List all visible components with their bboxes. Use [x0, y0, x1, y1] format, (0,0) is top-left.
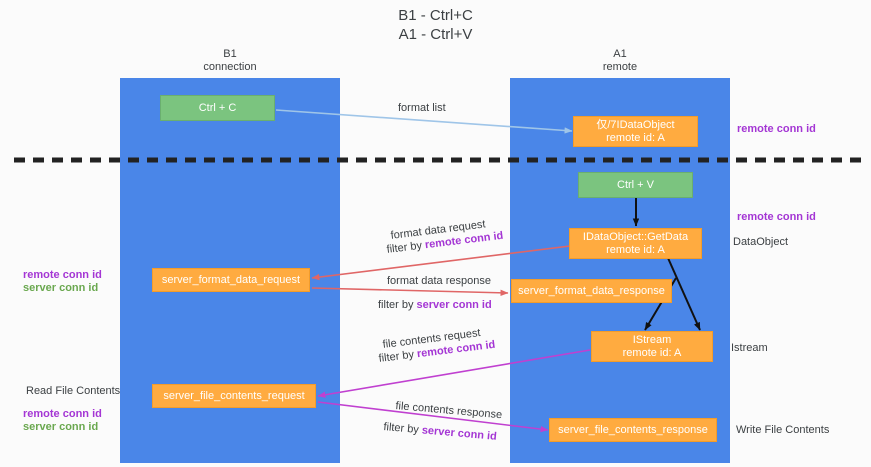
edge-label-format-list: format list [398, 102, 446, 114]
filter-prefix-4: filter by [382, 421, 423, 437]
node-server-format-data-request[interactable]: server_format_data_request [152, 268, 310, 292]
annotation-right-remote-top: remote conn id [737, 123, 816, 135]
node-idataobject-getdata[interactable]: IDataObject::GetData remote id: A [569, 228, 702, 259]
node-server-file-contents-response[interactable]: server_file_contents_response [549, 418, 717, 442]
node-server-file-contents-request[interactable]: server_file_contents_request [152, 384, 316, 408]
lane-header-b1: B1 connection [203, 48, 257, 73]
annotation-right-istream: Istream [731, 342, 768, 354]
edge-format-list [275, 109, 573, 134]
edge-file-contents-response [317, 401, 549, 433]
annotation-left-remote-conn-id-2: remote conn id [23, 408, 102, 420]
annotation-right-remote-mid: remote conn id [737, 211, 816, 223]
filter-key-server-1: server conn id [416, 299, 492, 311]
node-ctrl-v[interactable]: Ctrl + V [578, 172, 693, 198]
edge-file-contents-request [317, 349, 591, 398]
edge-label-format-data-response: format data response [387, 275, 491, 287]
annotation-left-read-file-contents: Read File Contents [26, 385, 121, 397]
annotation-left-server-conn-id: server conn id [23, 282, 99, 294]
node-server-format-data-response[interactable]: server_format_data_response [511, 279, 672, 303]
annotation-left-server-conn-id-2: server conn id [23, 421, 99, 433]
node-istream[interactable]: IStream remote id: A [591, 331, 713, 362]
edge-format-data-response [311, 287, 509, 297]
edge-getdata-istream [667, 257, 701, 331]
annotation-right-write-file-contents: Write File Contents [736, 424, 830, 436]
page-title: B1 - Ctrl+C A1 - Ctrl+V [398, 7, 473, 43]
edge-format-data-request [311, 244, 579, 281]
node-ctrl-c[interactable]: Ctrl + C [160, 95, 275, 121]
annotation-right-dataobject: DataObject [733, 236, 789, 248]
annotation-left-remote-conn-id: remote conn id [23, 269, 102, 281]
lane-header-a1: A1 remote [602, 48, 638, 73]
node-idataobject[interactable]: 仅/7IDataObject remote id: A [573, 116, 698, 147]
edge-label-filter-server-1: filter by server conn id [378, 299, 492, 312]
filter-prefix-2: filter by [378, 299, 417, 311]
